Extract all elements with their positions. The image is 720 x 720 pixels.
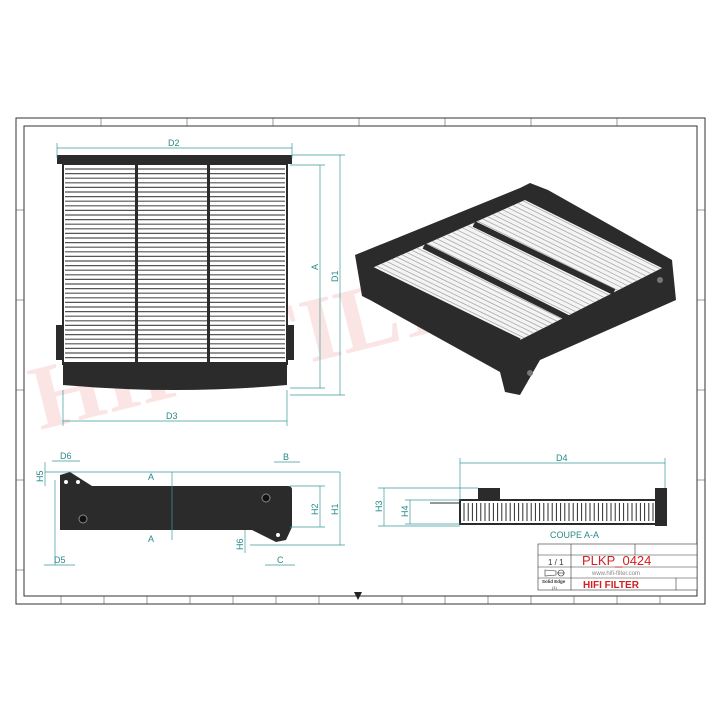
pleat-line [376, 265, 525, 339]
dim-d5: D5 [54, 555, 66, 565]
dim-a: A [310, 264, 320, 270]
isometric-view [355, 183, 676, 395]
front-dimension-lines [56, 143, 345, 426]
side-view [60, 472, 292, 542]
software-sub: (1) [552, 585, 558, 590]
frame-ticks [16, 118, 705, 604]
side-dimension-lines [44, 460, 345, 566]
inner-frame [23, 125, 698, 597]
section-marker-bottom: A [148, 534, 154, 544]
pleat-line [437, 238, 581, 310]
pleat-line [497, 211, 637, 282]
dim-c: C [277, 555, 284, 565]
front-view [56, 155, 294, 390]
dim-d4: D4 [556, 453, 568, 463]
brand: HIFI FILTER [583, 580, 640, 591]
pleat-line [411, 249, 558, 322]
pleat-line [522, 200, 661, 270]
dim-d1: D1 [330, 270, 340, 282]
section-marker-top: A [148, 472, 154, 482]
dim-d3: D3 [166, 411, 178, 421]
dim-h2: H2 [310, 503, 320, 515]
pleat-line [447, 234, 591, 305]
pleat-line [406, 252, 553, 324]
dim-d6: D6 [60, 451, 72, 461]
dim-b: B [283, 452, 289, 462]
dim-h4: H4 [400, 505, 410, 517]
software: Solid Edge [542, 579, 566, 584]
section-label: COUPE A-A [550, 530, 599, 540]
projection-symbol-icon [544, 569, 565, 577]
pleat-line [457, 229, 600, 301]
pleat-line [477, 220, 619, 291]
pleat-line [442, 236, 586, 308]
center-mark-icon [354, 592, 362, 600]
pleat-line [416, 247, 562, 320]
dim-h3: H3 [374, 500, 384, 512]
dim-h6: H6 [235, 538, 245, 550]
pleat-line [482, 218, 623, 289]
pleat-line [502, 209, 642, 279]
pleat-line [396, 256, 544, 329]
pleat-line [492, 213, 633, 284]
pleat-line [426, 243, 572, 315]
dim-h5: H5 [35, 470, 45, 482]
pleat-line [517, 202, 656, 272]
title-block [537, 543, 698, 591]
website: www.hifi-filter.com [591, 571, 640, 577]
pleat-line [391, 258, 539, 332]
dim-h1: H1 [330, 503, 340, 515]
scale: 1 / 1 [548, 558, 564, 567]
pleat-line [512, 205, 651, 275]
pleat-line [401, 254, 548, 327]
section-view [430, 488, 667, 526]
outer-frame [15, 117, 706, 605]
pleat-line [487, 216, 628, 286]
pleat-line [452, 231, 595, 303]
section-dimension-lines [378, 458, 666, 527]
pleat-line [381, 263, 530, 336]
pleat-line [507, 207, 647, 277]
dim-d2: D2 [168, 138, 180, 148]
pleat-line [386, 261, 534, 334]
pleat-line [462, 227, 605, 298]
part-number: PLKP_0424 [582, 553, 651, 568]
pleat-line [467, 225, 609, 296]
pleat-line [431, 240, 576, 313]
